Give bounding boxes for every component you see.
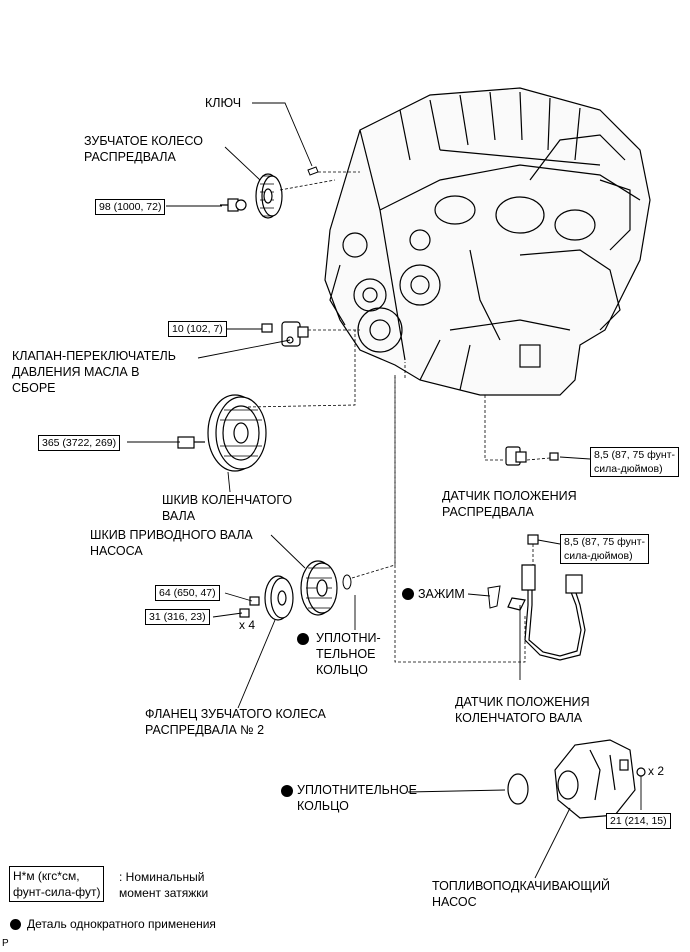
non-reusable-dot-o-ring-1 bbox=[297, 633, 309, 645]
o-ring-illustration bbox=[342, 574, 352, 590]
legend-non-reusable-dot bbox=[10, 919, 21, 930]
cam-sensor-illustration bbox=[505, 446, 559, 466]
multiplier-flange: x 4 bbox=[239, 618, 256, 632]
torque-cam-sensor: 8,5 (87, 75 фунт- сила-дюймов) bbox=[590, 447, 679, 477]
label-flange: ФЛАНЕЦ ЗУБЧАТОГО КОЛЕСА РАСПРЕДВАЛА № 2 bbox=[145, 707, 326, 737]
pump-drive-pulley-illustration bbox=[300, 560, 338, 616]
legend-torque-description: : Номинальный момент затяжки bbox=[119, 870, 209, 900]
corner-mark: P bbox=[2, 938, 9, 949]
torque-flange-64: 64 (650, 47) bbox=[155, 585, 220, 601]
torque-crank-bolt: 365 (3722, 269) bbox=[38, 435, 121, 451]
key-illustration bbox=[307, 166, 319, 176]
torque-pump: 21 (214, 15) bbox=[606, 813, 671, 829]
legend-torque-units: Н*м (кгс*см, фунт-сила-фут) bbox=[9, 866, 105, 902]
torque-oil-switch: 10 (102, 7) bbox=[168, 321, 227, 337]
crank-sensor-illustration bbox=[507, 534, 586, 661]
fuel-pump-illustration bbox=[554, 739, 646, 819]
non-reusable-dot-clamp bbox=[402, 588, 414, 600]
camshaft-gear-illustration bbox=[220, 173, 283, 219]
clamp-illustration bbox=[487, 585, 501, 609]
torque-crank-sensor: 8,5 (87, 75 фунт- сила-дюймов) bbox=[560, 534, 649, 564]
label-oil-pressure-switch: КЛАПАН-ПЕРЕКЛЮЧАТЕЛЬ ДАВЛЕНИЯ МАСЛА В СБ… bbox=[12, 349, 176, 395]
torque-flange-31: 31 (316, 23) bbox=[145, 609, 210, 625]
leader-lines bbox=[127, 102, 642, 879]
legend-non-reusable-text: Деталь однократного применения bbox=[27, 917, 216, 931]
flange-illustration bbox=[239, 575, 294, 621]
crankshaft-pulley-illustration bbox=[177, 394, 267, 472]
label-crank-position-sensor: ДАТЧИК ПОЛОЖЕНИЯ КОЛЕНЧАТОГО ВАЛА bbox=[455, 695, 590, 725]
label-crank-pulley: ШКИВ КОЛЕНЧАТОГО ВАЛА bbox=[162, 493, 293, 523]
label-key: КЛЮЧ bbox=[205, 96, 242, 110]
label-clamp: ЗАЖИМ bbox=[418, 587, 465, 601]
label-cam-position-sensor: ДАТЧИК ПОЛОЖЕНИЯ РАСПРЕДВАЛА bbox=[442, 489, 577, 519]
torque-camshaft-bolt: 98 (1000, 72) bbox=[95, 199, 166, 215]
oil-pressure-switch-illustration bbox=[261, 321, 309, 347]
label-o-ring-2: УПЛОТНИТЕЛЬНОЕ КОЛЬЦО bbox=[297, 783, 417, 813]
label-fuel-pump: ТОПЛИВОПОДКАЧИВАЮЩИЙ НАСОС bbox=[432, 879, 611, 909]
assembly-dashed-lines bbox=[247, 171, 551, 663]
o-ring-2-illustration bbox=[507, 773, 529, 805]
multiplier-pump: x 2 bbox=[648, 764, 665, 778]
engine-illustration bbox=[324, 87, 651, 396]
label-o-ring-1: УПЛОТНИ- ТЕЛЬНОЕ КОЛЬЦО bbox=[316, 631, 381, 677]
label-camshaft-gear: ЗУБЧАТОЕ КОЛЕСО РАСПРЕДВАЛА bbox=[84, 134, 204, 164]
non-reusable-dot-o-ring-2 bbox=[281, 785, 293, 797]
label-pump-drive-pulley: ШКИВ ПРИВОДНОГО ВАЛА НАСОСА bbox=[90, 528, 253, 558]
